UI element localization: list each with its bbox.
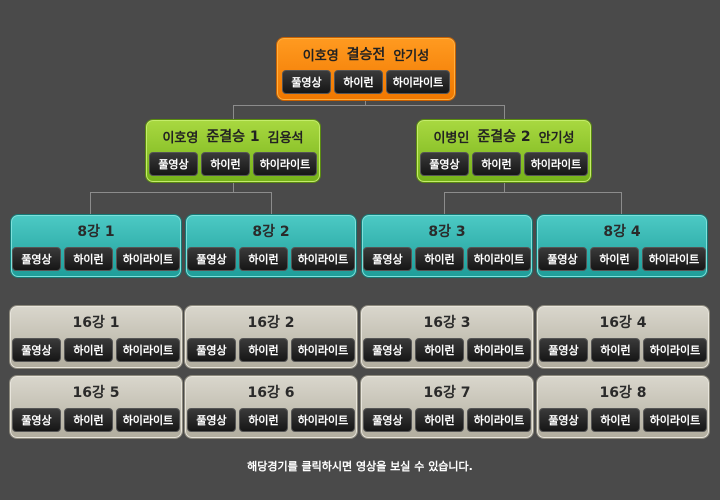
- full-video-button[interactable]: 풀영상: [187, 247, 236, 271]
- high-run-button[interactable]: 하이런: [239, 247, 288, 271]
- match-title-row: 이병인 준결승 2 안기성: [418, 127, 590, 146]
- round16-5-box[interactable]: 16강 5 풀영상 하이런 하이라이트: [10, 376, 182, 438]
- connector-line: [504, 182, 505, 193]
- footer-instruction: 해당경기를 클릭하시면 영상을 보실 수 있습니다.: [247, 460, 473, 473]
- high-run-button[interactable]: 하이런: [64, 247, 113, 271]
- high-run-button[interactable]: 하이런: [239, 408, 288, 432]
- final-title: 결승전: [346, 47, 386, 63]
- round16-title: 16강 6: [247, 385, 295, 401]
- high-run-button[interactable]: 하이런: [590, 247, 639, 271]
- semi2-right-player: 안기성: [538, 130, 575, 146]
- semi1-left-player: 이호영: [162, 130, 199, 146]
- final-right-player: 안기성: [393, 48, 430, 64]
- final-left-player: 이호영: [302, 48, 339, 64]
- round16-title: 16강 3: [423, 315, 471, 331]
- highlight-button[interactable]: 하이라이트: [643, 338, 707, 362]
- round16-title: 16강 5: [72, 385, 120, 401]
- full-video-button[interactable]: 풀영상: [363, 408, 412, 432]
- semi2-title: 준결승 2: [477, 129, 531, 145]
- full-video-button[interactable]: 풀영상: [539, 408, 588, 432]
- connector-line: [90, 192, 272, 193]
- full-video-button[interactable]: 풀영상: [363, 247, 412, 271]
- full-video-button[interactable]: 풀영상: [363, 338, 412, 362]
- high-run-button[interactable]: 하이런: [334, 70, 383, 94]
- full-video-button[interactable]: 풀영상: [420, 152, 469, 176]
- connector-line: [621, 192, 622, 215]
- round16-4-box[interactable]: 16강 4 풀영상 하이런 하이라이트: [537, 306, 709, 368]
- connector-line: [444, 192, 445, 215]
- round16-title: 16강 8: [599, 385, 647, 401]
- highlight-button[interactable]: 하이라이트: [291, 408, 355, 432]
- high-run-button[interactable]: 하이런: [472, 152, 521, 176]
- quarterfinal-title: 8강 1: [77, 224, 115, 240]
- high-run-button[interactable]: 하이런: [591, 408, 640, 432]
- high-run-button[interactable]: 하이런: [415, 247, 464, 271]
- final-match-box[interactable]: 이호영 결승전 안기성 풀영상 하이런 하이라이트: [277, 38, 455, 100]
- round16-title: 16강 2: [247, 315, 295, 331]
- round16-2-box[interactable]: 16강 2 풀영상 하이런 하이라이트: [185, 306, 357, 368]
- highlight-button[interactable]: 하이라이트: [643, 408, 707, 432]
- quarterfinal-4-box[interactable]: 8강 4 풀영상 하이런 하이라이트: [537, 215, 707, 277]
- full-video-button[interactable]: 풀영상: [187, 408, 236, 432]
- full-video-button[interactable]: 풀영상: [12, 338, 61, 362]
- high-run-button[interactable]: 하이런: [201, 152, 250, 176]
- high-run-button[interactable]: 하이런: [591, 338, 640, 362]
- round16-6-box[interactable]: 16강 6 풀영상 하이런 하이라이트: [185, 376, 357, 438]
- quarterfinal-3-box[interactable]: 8강 3 풀영상 하이런 하이라이트: [362, 215, 532, 277]
- connector-line: [233, 105, 234, 120]
- highlight-button[interactable]: 하이라이트: [467, 247, 531, 271]
- semifinal-2-box[interactable]: 이병인 준결승 2 안기성 풀영상 하이런 하이라이트: [417, 120, 591, 182]
- highlight-button[interactable]: 하이라이트: [291, 338, 355, 362]
- connector-line: [90, 192, 91, 215]
- connector-line: [444, 192, 622, 193]
- connector-line: [271, 192, 272, 215]
- semi1-title: 준결승 1: [206, 129, 260, 145]
- high-run-button[interactable]: 하이런: [64, 408, 113, 432]
- round16-8-box[interactable]: 16강 8 풀영상 하이런 하이라이트: [537, 376, 709, 438]
- highlight-button[interactable]: 하이라이트: [253, 152, 317, 176]
- quarterfinal-title: 8강 2: [252, 224, 290, 240]
- full-video-button[interactable]: 풀영상: [187, 338, 236, 362]
- highlight-button[interactable]: 하이라이트: [467, 408, 531, 432]
- match-title-row: 이호영 준결승 1 김용석: [147, 127, 319, 146]
- round16-title: 16강 4: [599, 315, 647, 331]
- highlight-button[interactable]: 하이라이트: [524, 152, 588, 176]
- high-run-button[interactable]: 하이런: [239, 338, 288, 362]
- highlight-button[interactable]: 하이라이트: [386, 70, 450, 94]
- high-run-button[interactable]: 하이런: [64, 338, 113, 362]
- highlight-button[interactable]: 하이라이트: [642, 247, 706, 271]
- quarterfinal-title: 8강 4: [603, 224, 641, 240]
- full-video-button[interactable]: 풀영상: [538, 247, 587, 271]
- connector-line: [233, 105, 505, 106]
- match-title-row: 이호영 결승전 안기성: [278, 45, 454, 64]
- round16-7-box[interactable]: 16강 7 풀영상 하이런 하이라이트: [361, 376, 533, 438]
- full-video-button[interactable]: 풀영상: [149, 152, 198, 176]
- round16-1-box[interactable]: 16강 1 풀영상 하이런 하이라이트: [10, 306, 182, 368]
- semifinal-1-box[interactable]: 이호영 준결승 1 김용석 풀영상 하이런 하이라이트: [146, 120, 320, 182]
- highlight-button[interactable]: 하이라이트: [116, 247, 180, 271]
- round16-title: 16강 7: [423, 385, 471, 401]
- highlight-button[interactable]: 하이라이트: [467, 338, 531, 362]
- full-video-button[interactable]: 풀영상: [12, 408, 61, 432]
- full-video-button[interactable]: 풀영상: [12, 247, 61, 271]
- highlight-button[interactable]: 하이라이트: [116, 338, 180, 362]
- full-video-button[interactable]: 풀영상: [282, 70, 331, 94]
- high-run-button[interactable]: 하이런: [415, 338, 464, 362]
- highlight-button[interactable]: 하이라이트: [291, 247, 355, 271]
- highlight-button[interactable]: 하이라이트: [116, 408, 180, 432]
- connector-line: [365, 100, 366, 106]
- full-video-button[interactable]: 풀영상: [539, 338, 588, 362]
- semi2-left-player: 이병인: [433, 130, 470, 146]
- quarterfinal-2-box[interactable]: 8강 2 풀영상 하이런 하이라이트: [186, 215, 356, 277]
- connector-line: [233, 182, 234, 193]
- quarterfinal-1-box[interactable]: 8강 1 풀영상 하이런 하이라이트: [11, 215, 181, 277]
- round16-3-box[interactable]: 16강 3 풀영상 하이런 하이라이트: [361, 306, 533, 368]
- quarterfinal-title: 8강 3: [428, 224, 466, 240]
- semi1-right-player: 김용석: [267, 130, 304, 146]
- connector-line: [504, 105, 505, 120]
- round16-title: 16강 1: [72, 315, 120, 331]
- high-run-button[interactable]: 하이런: [415, 408, 464, 432]
